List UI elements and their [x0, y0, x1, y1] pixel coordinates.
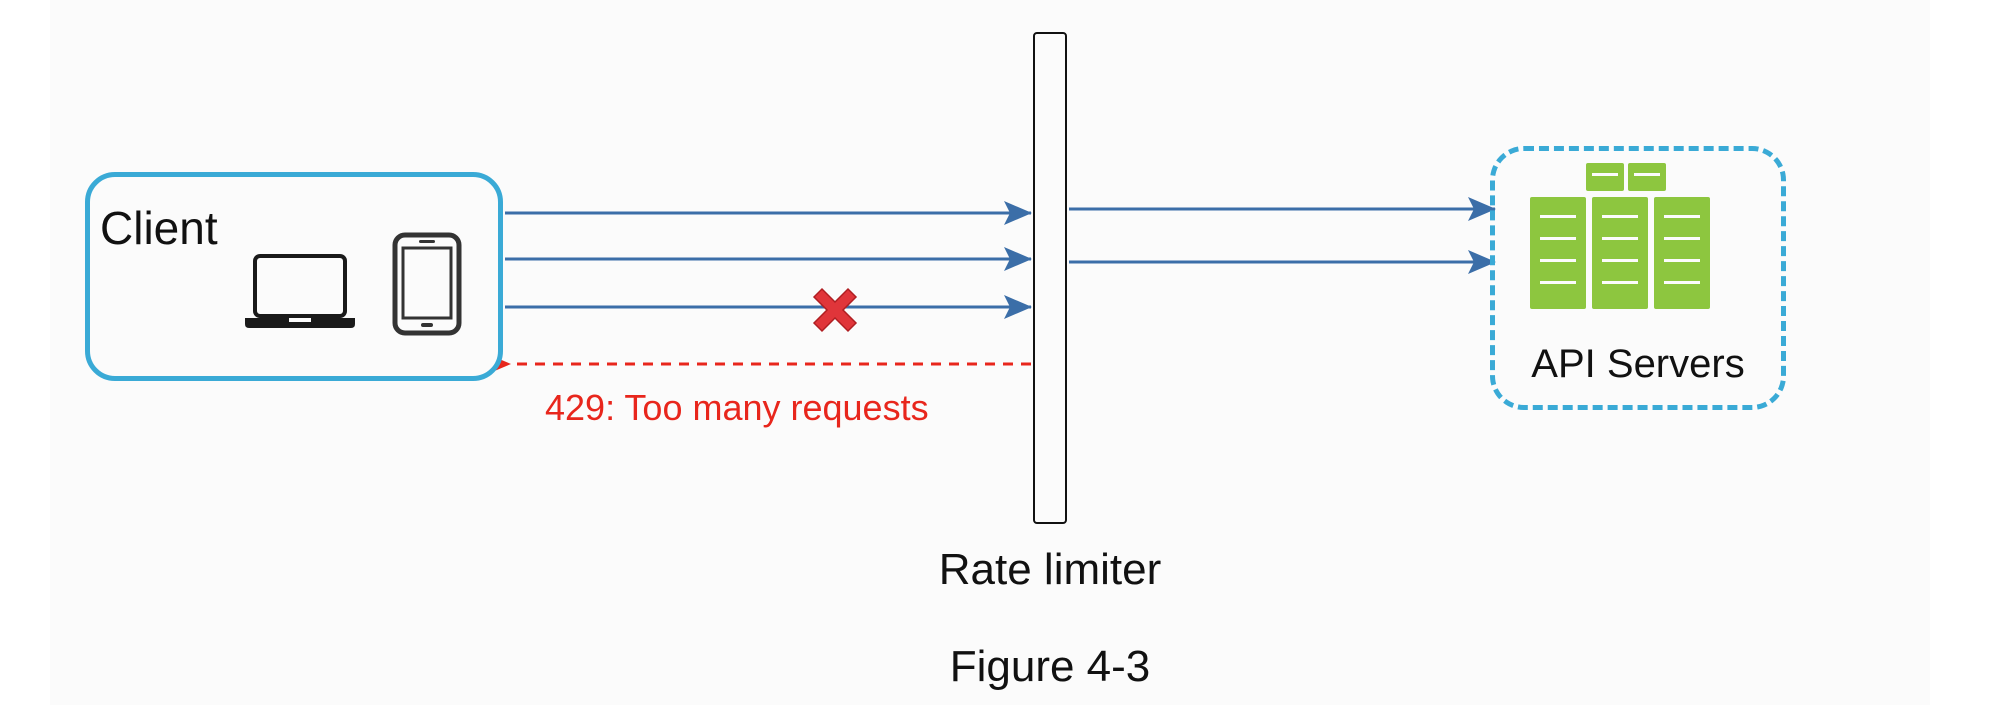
tablet-icon — [392, 232, 462, 336]
reject-x-icon — [812, 287, 858, 333]
error-message: 429: Too many requests — [545, 387, 929, 428]
figure-caption: Figure 4-3 — [949, 642, 1151, 691]
server-rack-icon — [1530, 163, 1710, 309]
rate-limiter-bar — [1033, 32, 1067, 524]
laptop-icon — [245, 254, 355, 328]
client-box — [85, 172, 503, 381]
rate-limiter-label: Rate limiter — [938, 545, 1162, 594]
api-servers-box — [1490, 146, 1786, 410]
client-label: Client — [100, 202, 218, 254]
api-servers-label: API Servers — [1531, 342, 1745, 386]
